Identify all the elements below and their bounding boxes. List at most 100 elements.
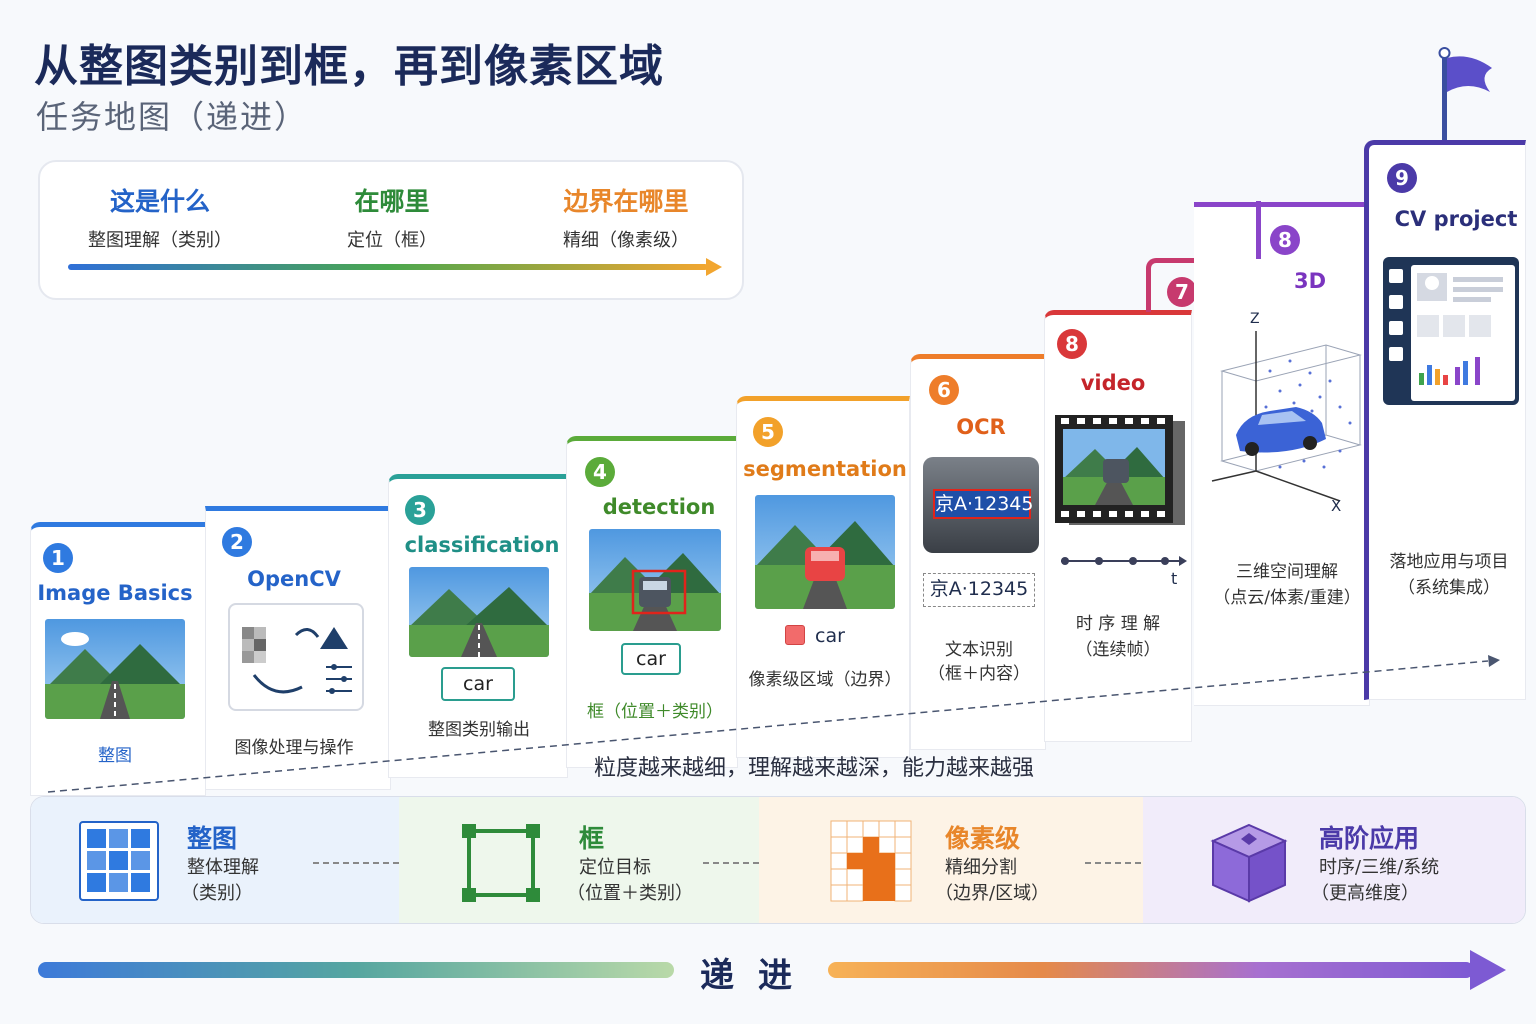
- page-subtitle: 任务地图（递进）: [36, 98, 309, 136]
- step-classification: 3 classification car 整图类别输出: [388, 474, 568, 778]
- legend-arrow-head: [706, 258, 722, 276]
- ocr-output-box: 京A·12345: [923, 573, 1035, 607]
- detection-image: [589, 529, 721, 631]
- step-number: 5: [753, 417, 783, 447]
- step-title: OpenCV: [247, 567, 341, 591]
- step-caption: 时 序 理 解: [1075, 614, 1161, 634]
- step-title: OCR: [956, 415, 1006, 439]
- step-caption-2: （系统集成）: [1398, 578, 1500, 598]
- step-number: 7: [1167, 277, 1197, 307]
- x-axis-label: X: [1331, 497, 1342, 515]
- band-title: 框: [579, 824, 605, 853]
- step-number: 3: [405, 495, 435, 525]
- film-strip-icon: [1055, 415, 1185, 525]
- legend-title: 边界在哪里: [563, 187, 689, 216]
- opencv-ops-panel: [228, 603, 364, 711]
- progress-bar-right: [828, 962, 1474, 978]
- step-title: segmentation: [743, 457, 907, 481]
- band-line-2: （位置＋类别）: [567, 883, 693, 904]
- band-title: 整图: [187, 824, 238, 853]
- band-line-1: 整体理解: [187, 857, 259, 878]
- step-opencv: 2 OpenCV 图像处理与操作: [205, 506, 391, 790]
- step-caption: 整图: [98, 746, 132, 766]
- step-title: 3D: [1293, 269, 1327, 293]
- band-segment-box: 框 定位目标 （位置＋类别）: [399, 797, 798, 923]
- step-caption: 落地应用与项目: [1389, 552, 1509, 572]
- band-arrow: [1085, 862, 1171, 864]
- timeline-icon: [1061, 556, 1187, 566]
- segmentation-label: car: [815, 625, 845, 647]
- legend-box: 这是什么 整图理解（类别） 在哪里 定位（框） 边界在哪里 精细（像素级）: [38, 160, 744, 300]
- step-caption-2: （连续帧）: [1075, 640, 1161, 660]
- progress-bar-left: [38, 962, 674, 978]
- landscape-image: [45, 619, 185, 719]
- step-caption: 三维空间理解: [1236, 562, 1338, 582]
- step-title: Image Basics: [37, 581, 193, 605]
- license-plate-image: 京A·12345: [923, 457, 1039, 553]
- step-caption-2: （点云/体素/重建）: [1213, 588, 1361, 608]
- dashboard-icon: [1383, 257, 1519, 405]
- band-line-2: （边界/区域）: [935, 883, 1050, 904]
- step-number: 8: [1270, 225, 1300, 255]
- step-caption: 文本识别: [945, 640, 1013, 660]
- legend-gradient-arrow: [68, 264, 708, 270]
- band-line-1: 定位目标: [579, 857, 651, 878]
- step-title: detection: [602, 495, 716, 519]
- step-title: CV project: [1394, 207, 1518, 231]
- step-video: 8 video t 时 序 理 解 （连续帧）: [1044, 310, 1192, 742]
- legend-item-what: 这是什么 整图理解（类别）: [50, 182, 270, 252]
- band-arrow: [313, 862, 419, 864]
- landscape-image: [409, 567, 549, 657]
- bounding-box: [631, 569, 687, 615]
- progress-arrow-head: [1470, 950, 1506, 990]
- step-detection: 4 detection car 框（位置＋类别）: [566, 436, 738, 768]
- detection-label-tag: car: [621, 643, 681, 675]
- step-number: 6: [929, 375, 959, 405]
- class-label-tag: car: [441, 667, 515, 701]
- band-title: 像素级: [945, 824, 1021, 853]
- granularity-band: 整图 整体理解 （类别） 框 定位目标 （位置＋类别） 像素级 精细分割: [30, 796, 1526, 924]
- grid-image-icon: [79, 821, 159, 901]
- time-axis-label: t: [1171, 569, 1178, 588]
- step-title: classification: [404, 533, 560, 557]
- page-title: 从整图类别到框，再到像素区域: [34, 41, 664, 92]
- legend-sub: 精细（像素级）: [563, 230, 689, 251]
- progress-label: 递进: [700, 956, 816, 996]
- band-line-1: 精细分割: [945, 857, 1017, 878]
- step-caption: 像素级区域（边界）: [748, 670, 902, 690]
- step-caption: 框（位置＋类别）: [587, 702, 723, 722]
- step-number: 4: [585, 457, 615, 487]
- band-segment-pixel: 像素级 精细分割 （边界/区域）: [759, 797, 1180, 923]
- step-riser: [1256, 201, 1261, 259]
- band-segment-advanced: 高阶应用 时序/三维/系统 （更高维度）: [1143, 797, 1525, 923]
- legend-title: 这是什么: [109, 187, 210, 216]
- segmentation-color-swatch: [785, 625, 805, 645]
- band-arrow: [703, 862, 789, 864]
- step-segmentation: 5 segmentation car 像素级区域（边界）: [736, 396, 910, 758]
- point-cloud-3d-icon: [1211, 331, 1362, 502]
- band-title: 高阶应用: [1319, 824, 1420, 853]
- pixel-grid-icon: [830, 820, 912, 902]
- band-line-1: 时序/三维/系统: [1319, 857, 1440, 878]
- z-axis-label: Z: [1250, 311, 1260, 327]
- legend-sub: 整图理解（类别）: [88, 230, 232, 251]
- step-number: 9: [1387, 163, 1417, 193]
- legend-title: 在哪里: [354, 187, 430, 216]
- step-cv-project: 9 CV project 落地应用与项目 （系统集成）: [1364, 140, 1526, 700]
- step-number: 1: [43, 543, 73, 573]
- legend-sub: 定位（框）: [347, 230, 437, 251]
- flag-icon: [1438, 47, 1492, 144]
- step-number: 2: [222, 527, 252, 557]
- step-image-basics: 1 Image Basics 整图: [30, 522, 206, 796]
- step-caption: 图像处理与操作: [234, 738, 354, 758]
- step-caption-2: （框＋内容）: [928, 664, 1030, 684]
- step-caption: 整图类别输出: [428, 720, 530, 740]
- step-title: video: [1080, 371, 1146, 395]
- step-number: 8: [1057, 329, 1087, 359]
- license-plate: 京A·12345: [933, 489, 1033, 519]
- legend-item-boundary: 边界在哪里 精细（像素级）: [516, 182, 736, 252]
- legend-item-where: 在哪里 定位（框）: [282, 182, 502, 252]
- image-processing-icon: [242, 627, 352, 694]
- bounding-box-icon: [462, 824, 540, 902]
- progress-slope-text: 粒度越来越细，理解越来越深，能力越来越强: [594, 756, 1035, 781]
